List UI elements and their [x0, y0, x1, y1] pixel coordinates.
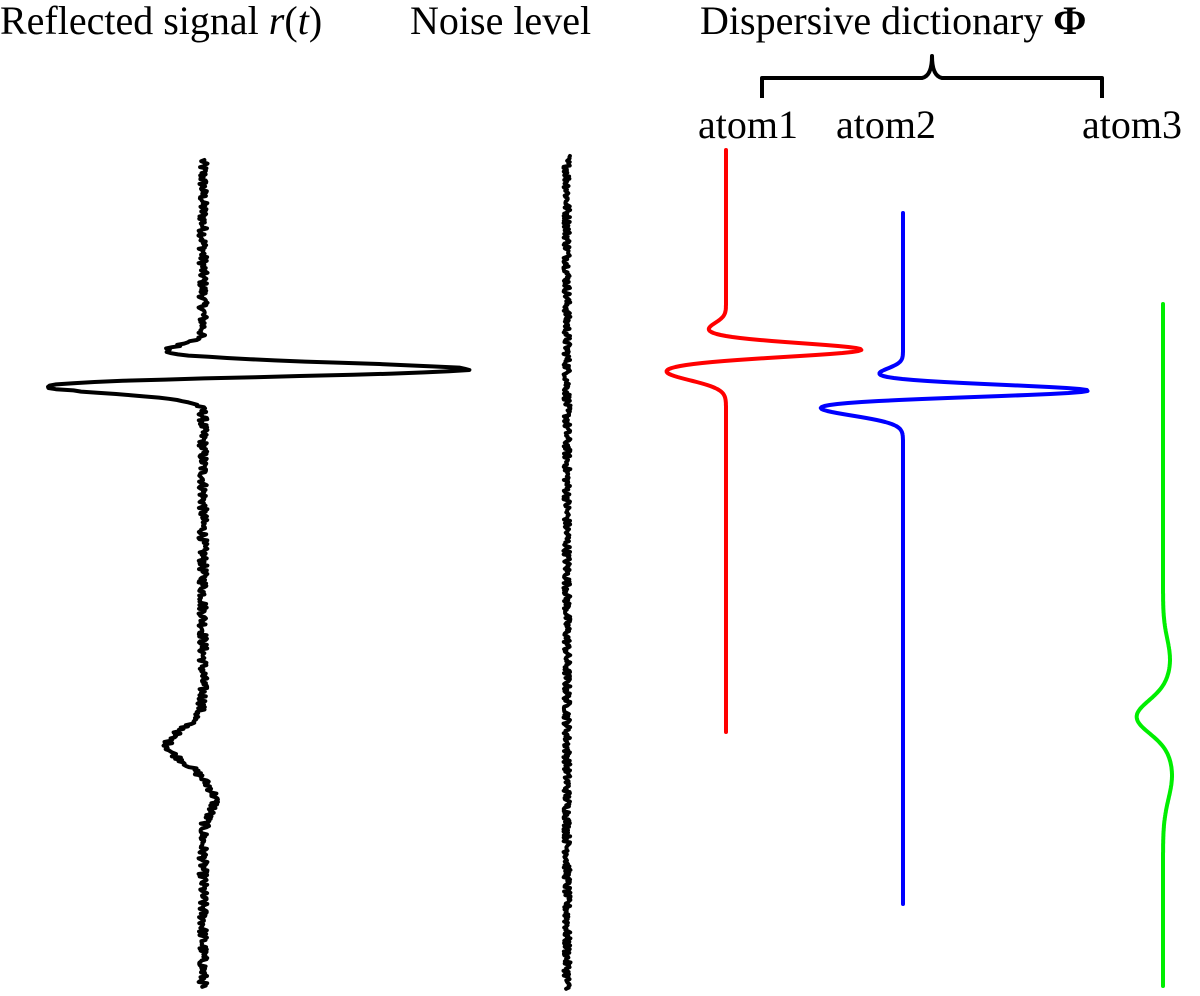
atom3-trace: [1134, 302, 1174, 988]
dictionary-symbol: Φ: [1053, 0, 1086, 43]
noise-level-trace: [561, 154, 573, 991]
dictionary-brace: [760, 54, 1104, 98]
signal-symbol-close: ): [309, 0, 322, 43]
atom1-trace: [664, 148, 864, 734]
noise-level-label: Noise level: [410, 0, 591, 43]
atom2-label: atom2: [836, 102, 936, 147]
signal-symbol-open: (: [284, 0, 297, 43]
reflected-signal-title: Reflected signal r(t): [0, 0, 322, 43]
atom3-label: atom3: [1082, 102, 1182, 147]
reflected-signal-trace: [46, 158, 472, 989]
dictionary-title: Dispersive dictionary Φ: [700, 0, 1086, 43]
atom1-label: atom1: [698, 102, 798, 147]
signal-symbol-t: t: [298, 0, 310, 43]
dictionary-label: Dispersive dictionary: [700, 0, 1053, 43]
signal-symbol-r: r: [269, 0, 285, 43]
atom2-trace: [818, 211, 1090, 906]
reflected-signal-label: Reflected signal: [0, 0, 269, 43]
